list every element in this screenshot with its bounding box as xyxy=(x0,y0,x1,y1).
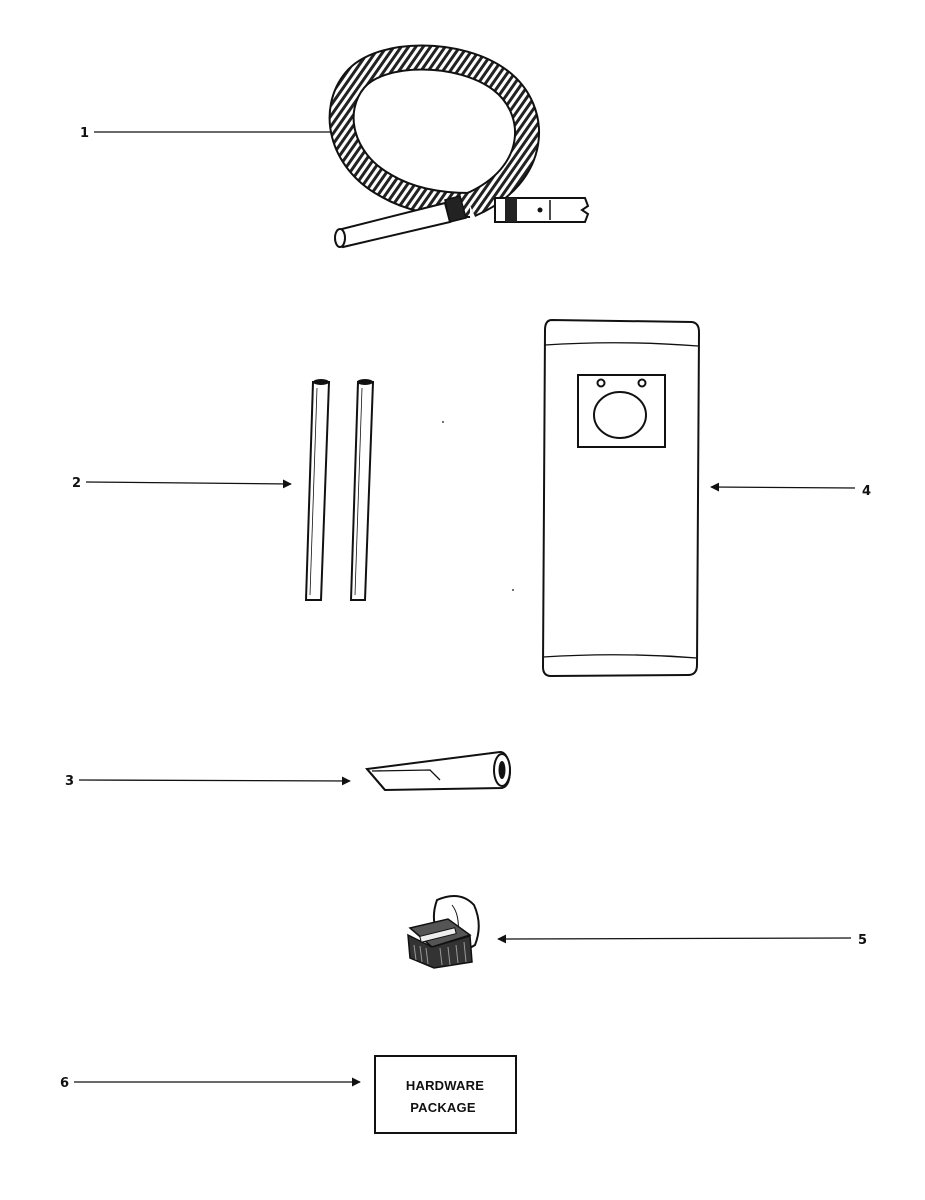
callout-number-6: 6 xyxy=(60,1076,69,1091)
leader-arrow-2 xyxy=(85,479,292,489)
hardware-package-icon: HARDWARE PACKAGE xyxy=(374,1055,517,1134)
hardware-package-label-line1: HARDWARE xyxy=(406,1078,484,1093)
dust-bag-icon xyxy=(541,318,701,678)
callout-1: 1 xyxy=(80,126,341,141)
callout-number-4: 4 xyxy=(862,484,871,499)
crevice-tool-icon xyxy=(365,750,512,792)
extension-wands-icon xyxy=(304,379,375,601)
callout-5: 5 xyxy=(497,933,867,948)
callout-3: 3 xyxy=(65,774,351,789)
callout-number-1: 1 xyxy=(80,126,89,141)
scan-speck xyxy=(512,589,514,591)
hardware-package-label-line2: PACKAGE xyxy=(410,1100,476,1115)
callout-4: 4 xyxy=(710,482,871,499)
scan-speck xyxy=(442,421,444,423)
leader-arrow-4 xyxy=(710,482,856,492)
hose-icon xyxy=(328,44,590,249)
leader-arrow-3 xyxy=(78,776,351,786)
dusting-brush-icon xyxy=(407,895,480,969)
leader-arrow-5 xyxy=(497,934,852,944)
callout-number-2: 2 xyxy=(72,476,81,491)
callout-number-5: 5 xyxy=(858,933,867,948)
callout-6: 6 xyxy=(60,1076,361,1091)
callout-2: 2 xyxy=(72,476,292,491)
callout-number-3: 3 xyxy=(65,774,74,789)
hardware-package-box xyxy=(374,1055,517,1134)
